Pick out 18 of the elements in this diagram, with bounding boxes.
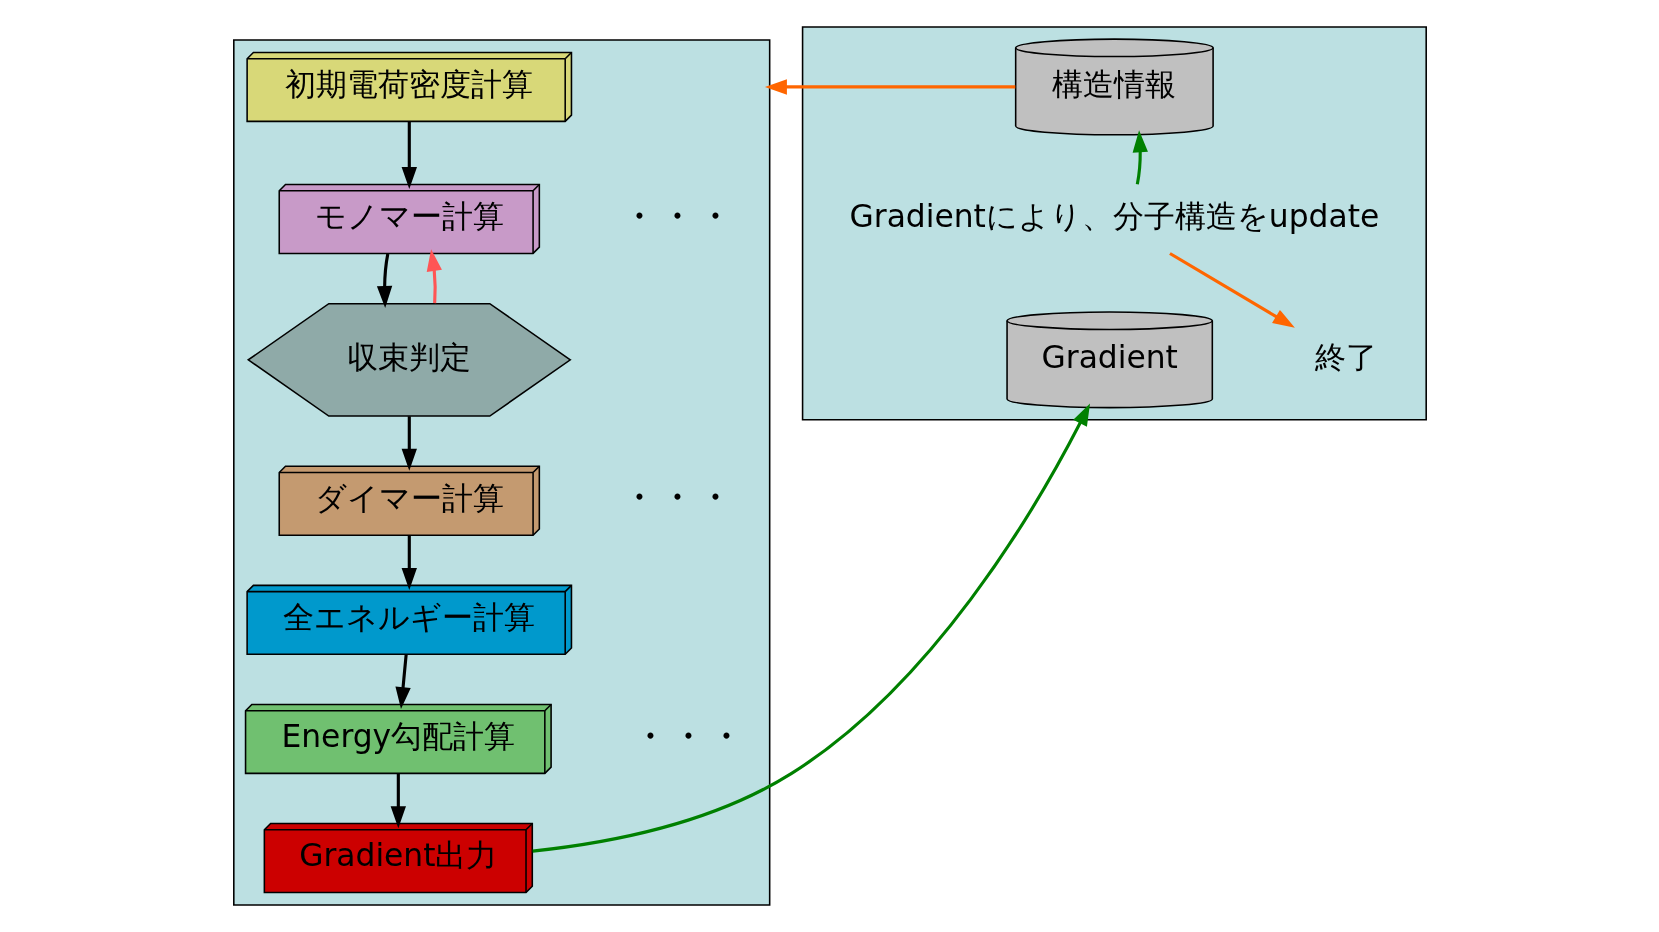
node-label: ・・・ [630,713,745,758]
node-text: 終了 [1314,338,1377,375]
arrow [376,253,392,308]
cluster [801,26,1427,421]
arrow [390,773,406,829]
node-label: ・・・ [619,193,734,238]
arrow [401,416,417,471]
node-label: ・・・ [619,475,734,520]
cluster [232,39,770,906]
arrow [532,403,1090,853]
arrow [1168,252,1295,328]
arrow [401,121,417,190]
arrow [401,535,417,590]
arrow [764,79,1015,95]
node-text: Gradientにより、分子構造をupdate [849,197,1379,234]
arrow [426,249,442,304]
arrow [1132,130,1148,185]
arrow [394,654,411,710]
